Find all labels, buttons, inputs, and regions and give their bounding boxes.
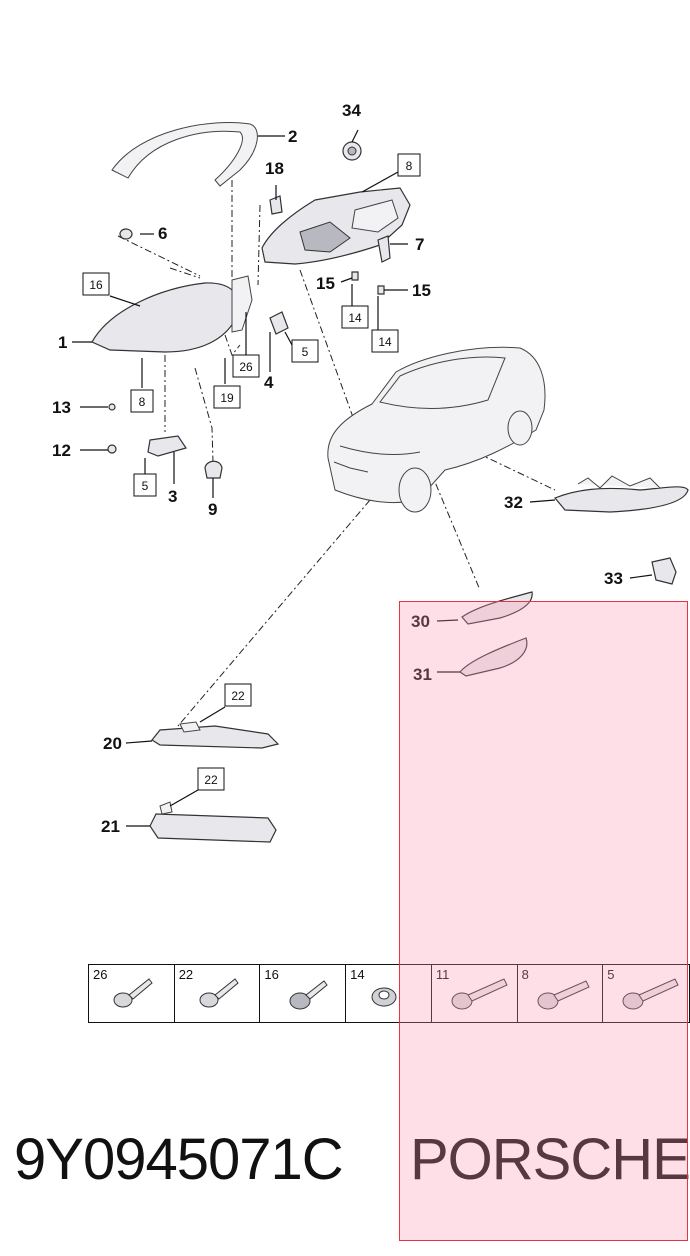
fastener-number: 16 (264, 967, 279, 982)
fastener-number: 11 (435, 967, 450, 982)
flange-screw-icon (289, 980, 329, 1010)
callout-12: 12 (52, 441, 71, 460)
boxed-callout-14-left: 14 (348, 311, 362, 325)
fastener-cell-16: 16 (260, 965, 347, 1022)
callout-32: 32 (504, 493, 523, 512)
callout-15-right: 15 (412, 281, 431, 300)
fastener-number: 22 (178, 967, 194, 982)
boxed-callout-26: 26 (239, 360, 253, 374)
torx-screw-icon (537, 980, 590, 1010)
light-strip-parts (149, 721, 280, 843)
boxed-callout-22-top: 22 (231, 689, 245, 703)
callout-labels: 2 34 18 6 7 15 15 1 4 13 12 3 9 32 33 30… (52, 101, 623, 836)
callout-33: 33 (604, 569, 623, 588)
boxed-callout-8-top: 8 (406, 159, 413, 173)
side-light-parts (459, 475, 689, 677)
brand-label: PORSCHE (410, 1127, 690, 1192)
callout-34: 34 (342, 101, 361, 120)
torx-screw-icon (451, 978, 508, 1010)
leader-lines (72, 129, 653, 827)
highlight-overlay (399, 601, 688, 1241)
callout-4: 4 (264, 373, 274, 392)
callout-7: 7 (415, 235, 424, 254)
boxed-callout-14-right: 14 (378, 335, 392, 349)
callout-20: 20 (103, 734, 122, 753)
fastener-cell-11: 11 (432, 965, 518, 1022)
boxed-callout-5-left: 5 (142, 479, 149, 493)
fastener-number: 8 (521, 967, 529, 982)
callout-13: 13 (52, 398, 71, 417)
headlight-housing-part (261, 187, 411, 265)
fastener-cell-26: 26 (89, 965, 175, 1022)
trim-strip-part (111, 122, 258, 187)
boxed-callout-16: 16 (89, 278, 103, 292)
fastener-cell-8: 8 (518, 965, 604, 1022)
boxed-callout-labels: 8 16 14 14 5 26 19 8 5 22 22 (82, 153, 421, 791)
fastener-number: 14 (350, 967, 365, 982)
boxed-callout-19: 19 (220, 391, 234, 405)
fastener-number: 5 (607, 967, 615, 982)
callout-3: 3 (168, 487, 177, 506)
callout-9: 9 (208, 500, 217, 519)
headlight-lens-part (91, 275, 253, 353)
fastener-cell-22: 22 (175, 965, 261, 1022)
fastener-cell-14: 14 (346, 965, 432, 1022)
callout-15-left: 15 (316, 274, 335, 293)
callout-2: 2 (288, 127, 297, 146)
fastener-number: 26 (93, 967, 108, 982)
fastener-cell-5: 5 (603, 965, 689, 1022)
torx-screw-icon (199, 978, 239, 1008)
callout-6: 6 (158, 224, 167, 243)
torx-screw-icon (113, 978, 153, 1008)
torx-screw-icon (622, 978, 679, 1010)
callout-30: 30 (411, 612, 430, 631)
callout-31: 31 (413, 665, 432, 684)
part-number-label: 9Y0945071C (14, 1127, 344, 1192)
fastener-table: 26 22 16 14 11 8 (88, 964, 690, 1023)
callout-1: 1 (58, 333, 67, 352)
nut-icon (371, 987, 397, 1007)
boxed-callout-22-bottom: 22 (204, 773, 218, 787)
boxed-callout-8-left: 8 (139, 395, 146, 409)
vehicle-silhouette (327, 346, 546, 513)
callout-18: 18 (265, 159, 284, 178)
boxed-callout-5-right: 5 (302, 345, 309, 359)
callout-21: 21 (101, 817, 120, 836)
